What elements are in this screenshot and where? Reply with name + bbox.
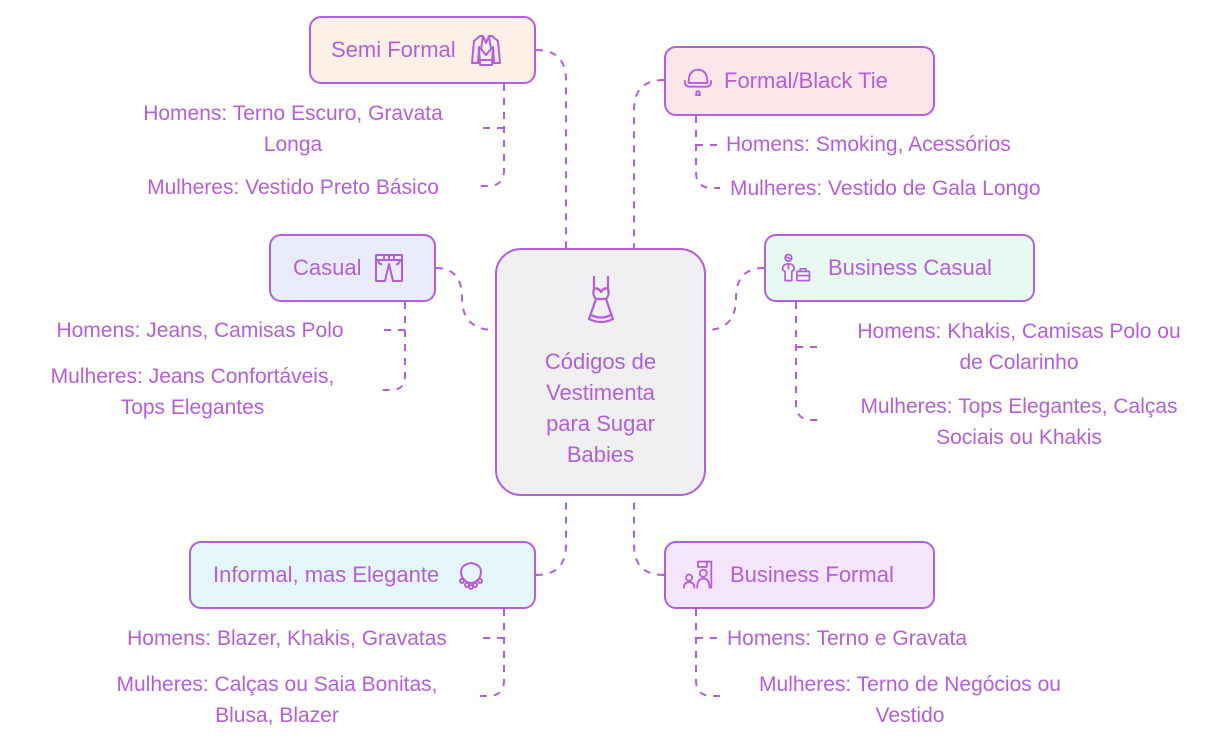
node-label: Informal, mas Elegante bbox=[213, 562, 440, 587]
leaf-line: Mulheres: Terno de Negócios ou bbox=[759, 673, 1061, 696]
node-semi-formal[interactable]: Semi Formal bbox=[309, 16, 536, 84]
leaf-line: Mulheres: Calças ou Saia Bonitas, bbox=[116, 673, 438, 696]
leaf-business-formal-men: Homens: Terno e Gravata bbox=[727, 623, 967, 654]
shorts-icon bbox=[373, 252, 405, 284]
leaf-line: de Colarinho bbox=[959, 351, 1079, 374]
link-formal bbox=[633, 79, 665, 248]
leaf-line: Mulheres: Jeans Confortáveis, bbox=[50, 365, 335, 388]
businessman-briefcase-icon bbox=[780, 252, 812, 284]
leaf-informal-men: Homens: Blazer, Khakis, Gravatas bbox=[98, 623, 476, 654]
leaf-line: Homens: Terno e Gravata bbox=[727, 627, 968, 650]
link-business-formal bbox=[633, 496, 665, 576]
central-topic[interactable]: Códigos de Vestimenta para Sugar Babies bbox=[495, 248, 706, 496]
bowler-hat-icon bbox=[682, 65, 714, 97]
node-business-casual[interactable]: Business Casual bbox=[764, 234, 1035, 302]
node-label: Casual bbox=[293, 255, 362, 280]
node-informal-elegante[interactable]: Informal, mas Elegante bbox=[189, 541, 536, 609]
leaf-business-casual-women: Mulheres: Tops Elegantes, Calças Sociais… bbox=[822, 391, 1216, 453]
node-casual[interactable]: Casual bbox=[269, 234, 436, 302]
node-label: Formal/Black Tie bbox=[724, 68, 888, 93]
leaf-business-formal-women: Mulheres: Terno de Negócios ou Vestido bbox=[724, 669, 1096, 731]
link-semi-formal bbox=[535, 49, 567, 248]
leaf-line: Mulheres: Vestido Preto Básico bbox=[147, 176, 439, 199]
node-label: Business Formal bbox=[730, 562, 894, 587]
link-informal bbox=[535, 496, 567, 576]
link-business-casual bbox=[705, 267, 765, 331]
blazer-icon bbox=[470, 34, 502, 66]
central-topic-title: Códigos de Vestimenta para Sugar Babies bbox=[544, 348, 657, 467]
node-business-formal[interactable]: Business Formal bbox=[664, 541, 935, 609]
leaf-line: Sociais ou Khakis bbox=[936, 426, 1102, 449]
leaf-line: Tops Elegantes bbox=[120, 396, 265, 419]
node-label: Business Casual bbox=[828, 255, 992, 280]
node-label: Semi Formal bbox=[331, 37, 456, 62]
leaf-semi-formal-men: Homens: Terno Escuro, Gravata Longa bbox=[112, 98, 474, 160]
leaf-line: Homens: Khakis, Camisas Polo ou bbox=[857, 320, 1181, 343]
leaf-line: Homens: Smoking, Acessórios bbox=[726, 133, 1011, 156]
leaf-line: Homens: Terno Escuro, Gravata bbox=[143, 102, 443, 125]
leaf-casual-women: Mulheres: Jeans Confortáveis, Tops Elega… bbox=[20, 361, 365, 423]
leaf-formal-men: Homens: Smoking, Acessórios bbox=[726, 129, 1011, 160]
leaf-informal-women: Mulheres: Calças ou Saia Bonitas, Blusa,… bbox=[86, 669, 468, 731]
link-casual bbox=[435, 267, 496, 331]
leaf-line: Homens: Jeans, Camisas Polo bbox=[56, 319, 344, 342]
leaf-line: Blusa, Blazer bbox=[215, 704, 339, 727]
presentation-people-icon bbox=[682, 559, 714, 591]
necklace-icon bbox=[455, 559, 487, 591]
node-formal-black-tie[interactable]: Formal/Black Tie bbox=[664, 46, 935, 116]
leaf-line: Longa bbox=[263, 133, 323, 156]
leaf-casual-men: Homens: Jeans, Camisas Polo bbox=[20, 315, 380, 346]
leaf-line: Mulheres: Tops Elegantes, Calças bbox=[860, 395, 1178, 418]
leaf-line: Homens: Blazer, Khakis, Gravatas bbox=[127, 627, 447, 650]
leaf-formal-women: Mulheres: Vestido de Gala Longo bbox=[730, 173, 1041, 204]
dress-icon bbox=[579, 275, 623, 340]
leaf-line: Mulheres: Vestido de Gala Longo bbox=[730, 177, 1041, 200]
leaf-business-casual-men: Homens: Khakis, Camisas Polo ou de Colar… bbox=[822, 316, 1216, 378]
leaf-semi-formal-women: Mulheres: Vestido Preto Básico bbox=[112, 172, 474, 203]
leaf-line: Vestido bbox=[875, 704, 945, 727]
